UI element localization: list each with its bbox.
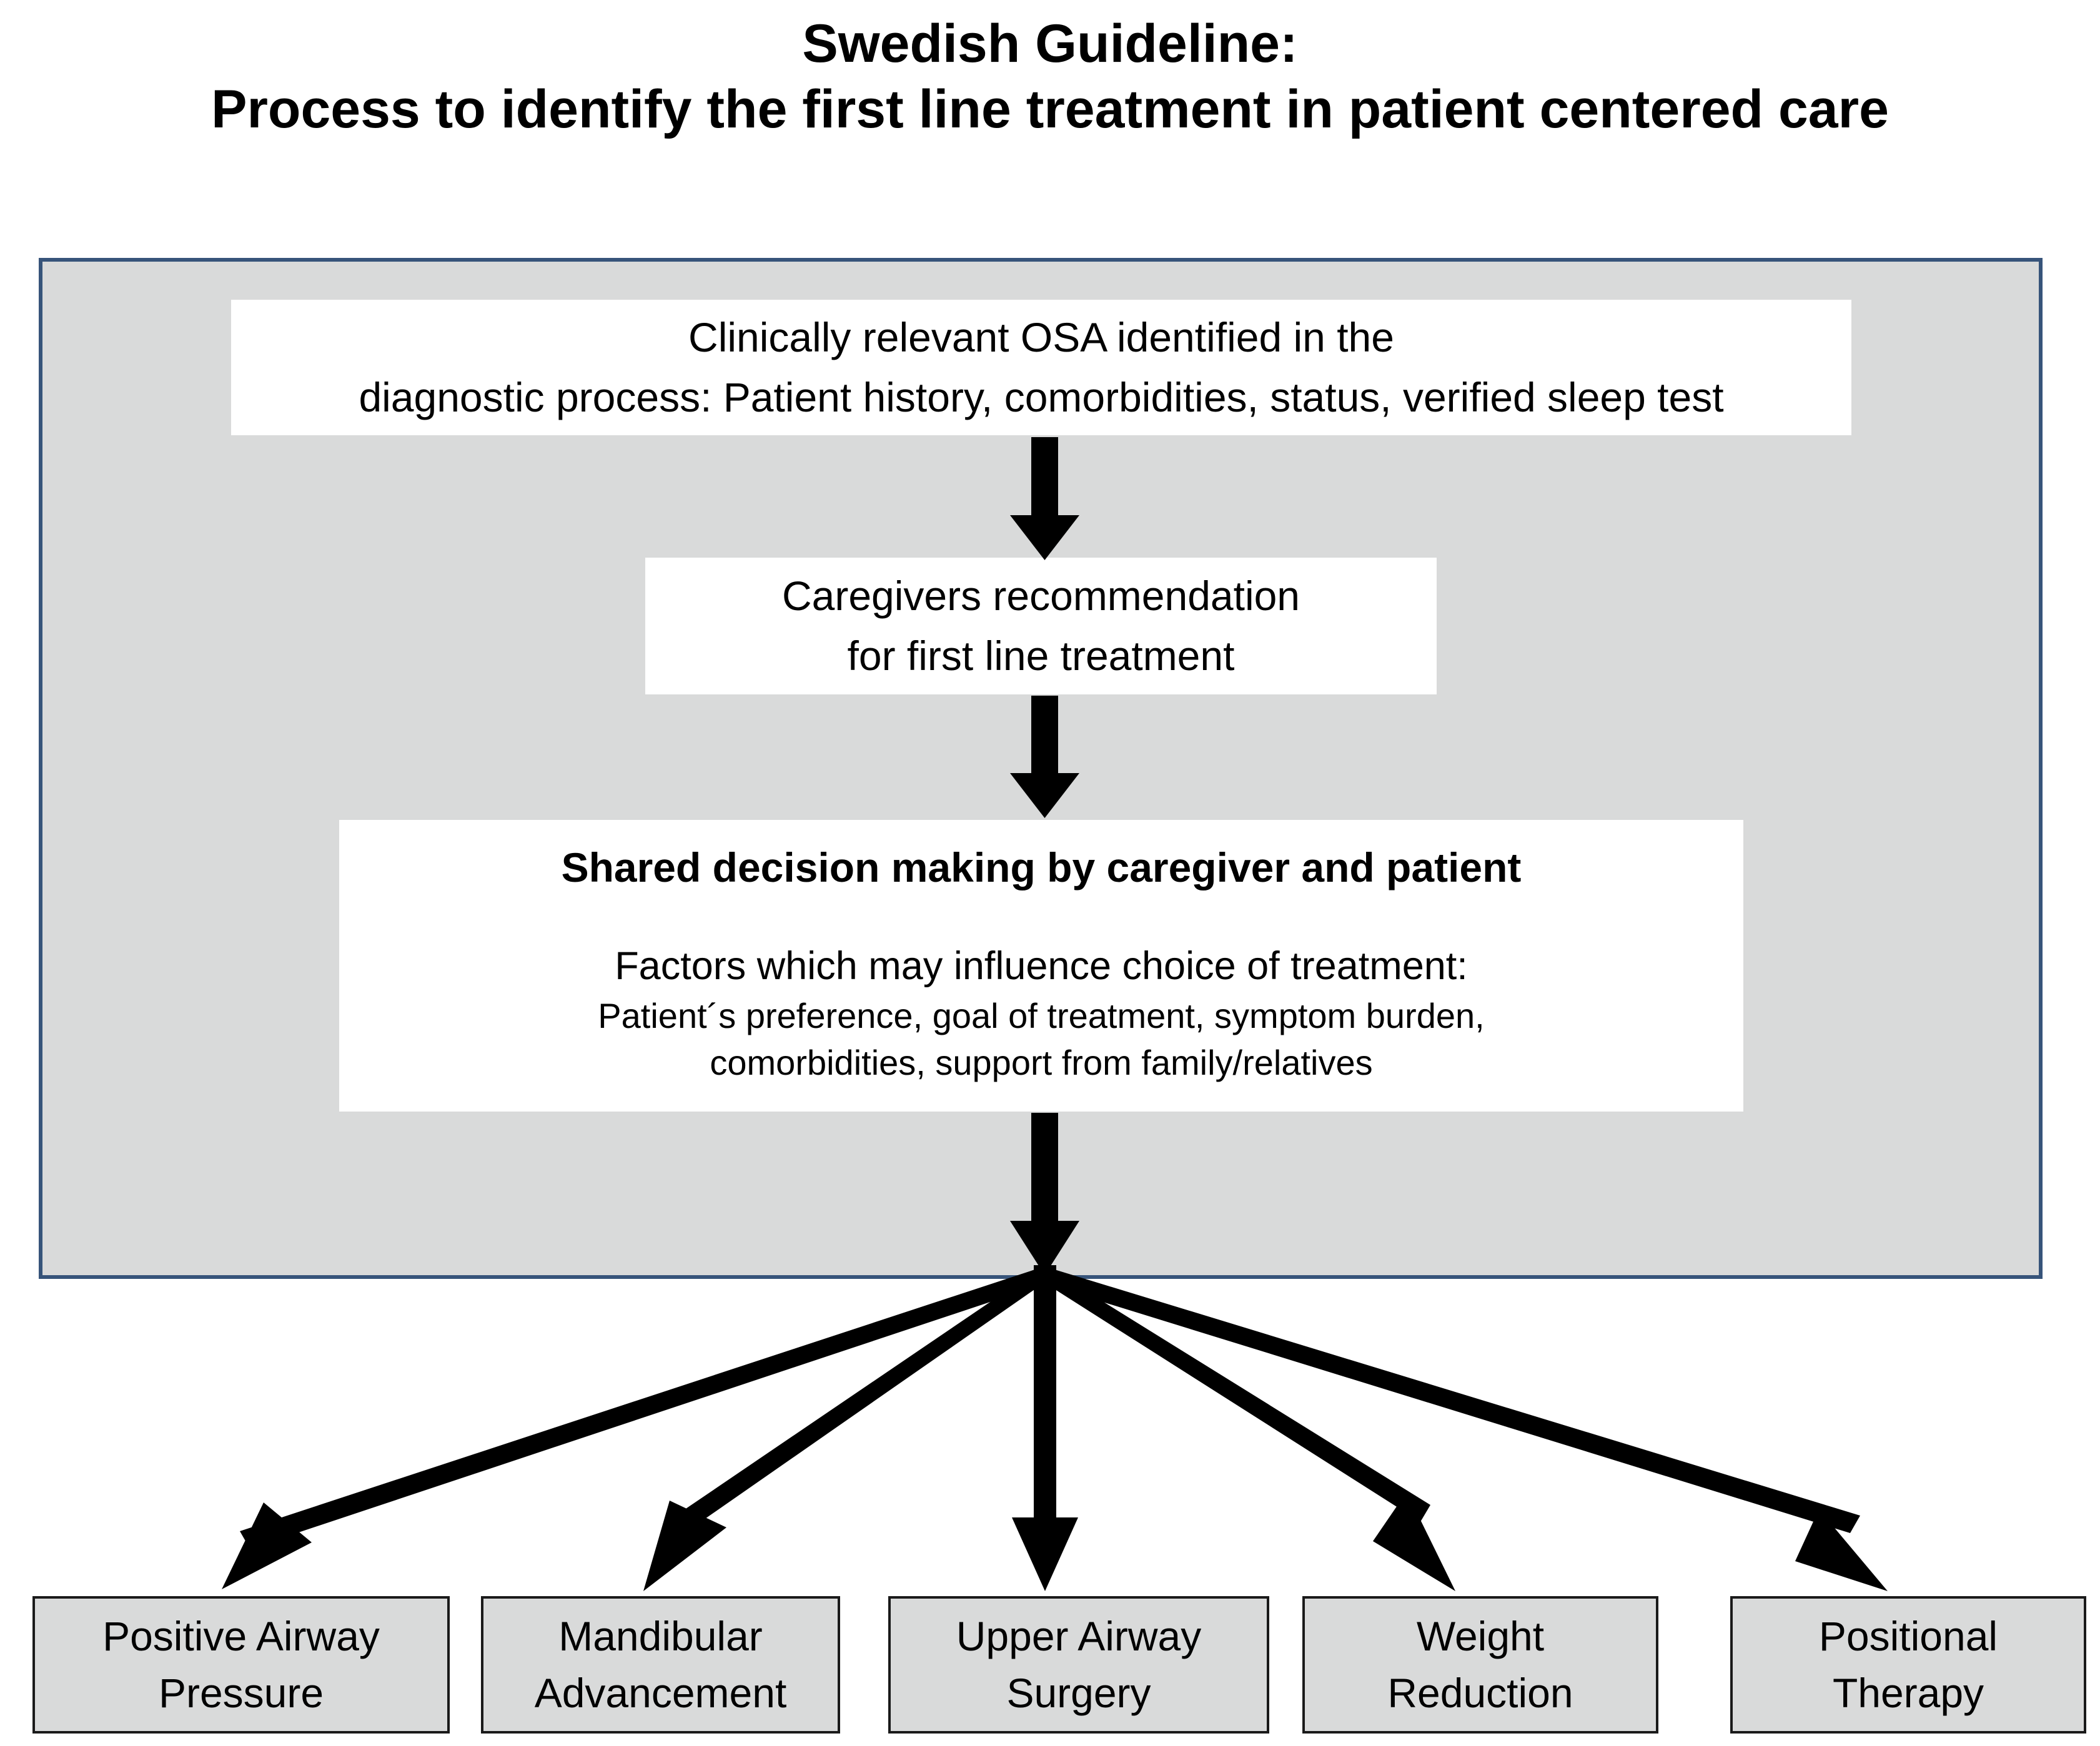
treatment-label-line-1: Weight xyxy=(1416,1612,1545,1659)
arrow-option-weight-reduction xyxy=(1044,1265,1455,1591)
factors-line-1: Patient´s preference, goal of treatment,… xyxy=(598,995,1485,1035)
caregivers-recommendation-box: Caregivers recommendation for first line… xyxy=(645,558,1437,694)
factors-lead-text: Factors which may influence choice of tr… xyxy=(615,944,1468,988)
diagnostic-line-2: diagnostic process: Patient history, com… xyxy=(359,373,1724,420)
shared-decision-making-box: Shared decision making by caregiver and … xyxy=(339,820,1743,1112)
factors-line-2: comorbidities, support from family/relat… xyxy=(710,1042,1373,1082)
shared-decision-heading: Shared decision making by caregiver and … xyxy=(561,844,1522,890)
treatment-label-line-1: Upper Airway xyxy=(956,1612,1202,1659)
recommendation-line-1: Caregivers recommendation xyxy=(781,572,1300,619)
treatment-label-line-2: Therapy xyxy=(1832,1670,1984,1716)
treatment-box-mandibular-advancement[interactable]: Mandibular Advancement xyxy=(481,1596,840,1734)
treatment-label-line-2: Reduction xyxy=(1387,1670,1573,1716)
treatment-label-line-1: Positional xyxy=(1818,1612,1998,1659)
page-title: Swedish Guideline: Process to identify t… xyxy=(0,11,2100,142)
treatment-label-line-1: Mandibular xyxy=(558,1612,763,1659)
treatment-box-weight-reduction[interactable]: Weight Reduction xyxy=(1302,1596,1658,1734)
arrow-option-positive-airway-pressure xyxy=(222,1266,1044,1589)
diagnostic-process-box: Clinically relevant OSA identified in th… xyxy=(231,300,1851,435)
title-line-1: Swedish Guideline: xyxy=(802,14,1298,74)
arrow-option-upper-airway-surgery xyxy=(1012,1265,1078,1591)
treatment-label-line-1: Positive Airway xyxy=(102,1612,380,1659)
treatment-label-line-2: Advancement xyxy=(534,1670,787,1716)
arrow-option-mandibular-advancement xyxy=(643,1265,1044,1591)
treatment-box-positive-airway-pressure[interactable]: Positive Airway Pressure xyxy=(32,1596,450,1734)
treatment-label-line-2: Surgery xyxy=(1006,1670,1151,1716)
diagnostic-line-1: Clinically relevant OSA identified in th… xyxy=(688,313,1394,360)
title-line-2: Process to identify the first line treat… xyxy=(211,79,1889,139)
treatment-box-positional-therapy[interactable]: Positional Therapy xyxy=(1730,1596,2086,1734)
treatment-label-line-2: Pressure xyxy=(158,1670,324,1716)
recommendation-line-2: for first line treatment xyxy=(847,632,1235,679)
treatment-box-upper-airway-surgery[interactable]: Upper Airway Surgery xyxy=(888,1596,1269,1734)
arrow-option-positional-therapy xyxy=(1044,1266,1888,1591)
